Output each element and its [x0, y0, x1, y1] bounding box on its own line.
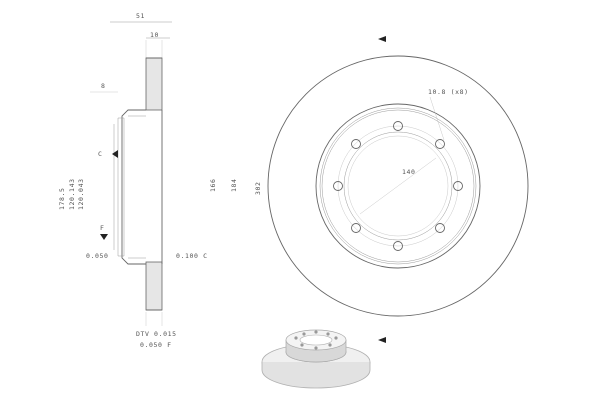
side-view: 51 10 8 C F 178.5 120.143 120.043 16 — [58, 12, 262, 349]
friction-ring-top — [145, 57, 163, 111]
runout-right: 0.100 C — [176, 252, 208, 260]
dim-dia-mid-1: 166 — [209, 178, 217, 192]
dim-top-width: 51 — [136, 12, 145, 20]
datum-f-label: F — [100, 224, 105, 232]
dim-dia-mid-2: 184 — [230, 178, 238, 192]
dim-dia-pilot-2: 120.043 — [77, 178, 85, 210]
hat-outer — [315, 103, 481, 269]
tolerance-dtv: DTV 0.015 — [136, 330, 177, 338]
datum-c-label: C — [98, 150, 103, 158]
disc-3d-thumbnail — [261, 329, 371, 389]
front-view: 140 10.8 (x8) — [267, 36, 529, 343]
dim-hub-offset: 8 — [101, 82, 106, 90]
dim-dia-pilot-1: 120.143 — [68, 178, 76, 210]
pointer-arrow-top — [378, 36, 386, 42]
pilot-bore — [343, 131, 453, 241]
bolt-holes — [333, 121, 463, 251]
dim-dia-outer: 302 — [254, 181, 262, 195]
disc-outer-edge — [267, 55, 529, 317]
dim-bolt-holes: 10.8 (x8) — [428, 88, 469, 96]
datum-c-arrow — [112, 150, 118, 158]
friction-ring-bottom — [145, 261, 163, 311]
datum-f-arrow — [100, 234, 108, 240]
dim-pcd: 140 — [402, 168, 416, 176]
runout-left: 0.050 — [86, 252, 109, 260]
tolerance-flatness: 0.050 F — [140, 341, 172, 349]
dim-dia-hub: 178.5 — [58, 187, 66, 210]
pointer-arrow-bottom — [378, 337, 386, 343]
dim-flange-thickness: 10 — [150, 31, 159, 39]
